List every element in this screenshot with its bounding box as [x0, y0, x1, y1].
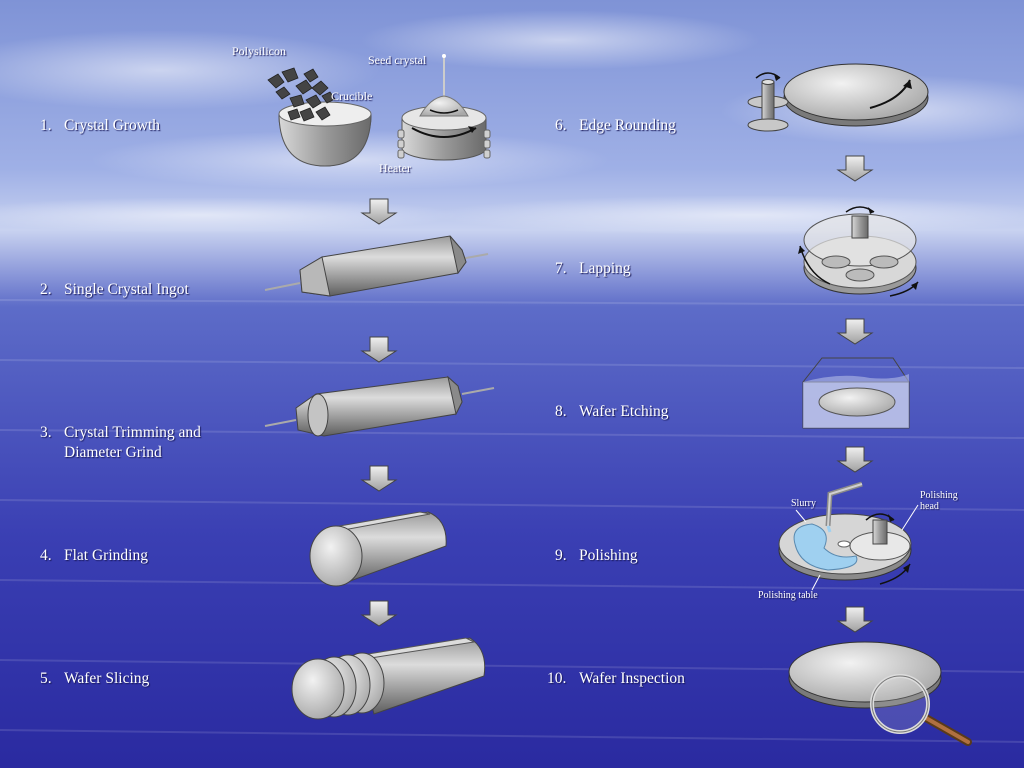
step-4-label: 4. Flat Grinding — [40, 546, 148, 566]
wafer-inspection-illustration — [788, 641, 972, 746]
step-text: Single Crystal Ingot — [64, 281, 189, 298]
step-text: Polishing — [579, 547, 638, 564]
crucible-callout: Crucible — [331, 89, 373, 103]
step-number: 10. — [547, 670, 567, 687]
step-10-label: 10. Wafer Inspection — [547, 669, 685, 689]
step-8-label: 8. Wafer Etching — [555, 402, 669, 422]
step-number: 7. — [555, 260, 567, 277]
step-text: Flat Grinding — [64, 547, 148, 564]
step-9-label: 9. Polishing — [555, 546, 638, 566]
seed-crystal-callout: Seed crystal — [368, 53, 427, 67]
lapping-illustration — [798, 206, 919, 297]
step-number: 9. — [555, 547, 567, 564]
step-text: Crystal Trimming and Diameter Grind — [64, 424, 201, 461]
flat-ground-ingot — [309, 511, 447, 587]
polysilicon-callout: Polysilicon — [232, 44, 287, 58]
step-2-label: 2. Single Crystal Ingot — [40, 280, 189, 300]
polishing-illustration — [778, 481, 919, 591]
step-number: 6. — [555, 117, 567, 134]
slurry-callout: Slurry — [791, 498, 816, 509]
sliced-ingot — [291, 637, 486, 720]
step-1-label: 1. Crystal Growth — [40, 116, 160, 136]
magnifying-glass-icon — [870, 674, 972, 746]
trimmed-ingot — [264, 375, 495, 437]
step-text: Crystal Growth — [64, 117, 161, 134]
step-3-label: 3. Crystal Trimming and Diameter Grind — [40, 423, 201, 463]
step-text: Wafer Inspection — [579, 670, 685, 687]
step-text: Wafer Slicing — [64, 670, 150, 687]
polishing-table-callout: Polishing table — [758, 590, 818, 601]
step-5-label: 5. Wafer Slicing — [40, 669, 149, 689]
polishing-head-callout: Polishing head — [920, 490, 958, 512]
step-number: 4. — [40, 547, 52, 564]
flow-arrows-right — [836, 155, 874, 633]
step-number: 8. — [555, 403, 567, 420]
step-number: 1. — [40, 117, 52, 134]
step-text: Lapping — [579, 260, 631, 277]
step-number: 3. — [40, 424, 52, 441]
step-number: 2. — [40, 281, 52, 298]
step-number: 5. — [40, 670, 52, 687]
step-7-label: 7. Lapping — [555, 259, 631, 279]
heater-callout: Heater — [379, 161, 411, 175]
step-text: Wafer Etching — [579, 403, 669, 420]
single-crystal-ingot — [264, 235, 489, 297]
crystal-puller-illustration — [397, 54, 491, 161]
edge-rounding-illustration — [747, 63, 929, 132]
flow-arrows-left — [360, 198, 398, 627]
wafer-etching-illustration — [802, 357, 910, 429]
polysilicon-chunks — [267, 67, 336, 122]
step-text: Edge Rounding — [579, 117, 676, 134]
step-6-label: 6. Edge Rounding — [555, 116, 676, 136]
